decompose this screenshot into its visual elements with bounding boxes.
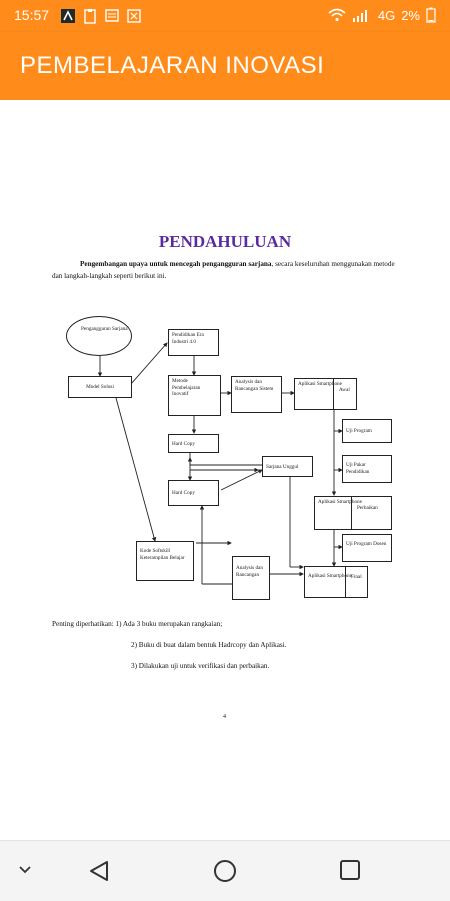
aplikasi-perbaikan-label: Aplikasi Smartphone	[318, 499, 362, 505]
navigation-bar	[0, 840, 450, 901]
page-number: 4	[223, 714, 226, 720]
recents-square-icon[interactable]	[339, 859, 361, 881]
app-bar: PEMBELAJARAN INOVASI	[0, 32, 450, 100]
node-hard-copy-2: Hard Copy	[168, 480, 219, 506]
status-time: 15:57	[14, 7, 50, 23]
node-kode-softskill: Kode Softskill Keterampilan Belajar	[136, 541, 194, 581]
notes-label: Penting diperhatikan:	[52, 620, 114, 628]
node-pendidikan-era: Pendidikan Era Industri 4.0	[168, 329, 219, 356]
app-title: PEMBELAJARAN INOVASI	[20, 52, 325, 79]
node-sarjana-unggul: Sarjana Unggul	[262, 456, 313, 477]
aplikasi-final-tag: Final	[351, 574, 362, 580]
network-type: 4G	[377, 7, 396, 23]
battery-icon	[426, 7, 436, 23]
document-page[interactable]: PENDAHULUAN Pengembangan upaya untuk men…	[0, 100, 450, 840]
intro-bold: Pengembangan upaya untuk mencegah pengan…	[80, 260, 272, 268]
node-analysis-rancangan-sistem: Analysis dan Rancangan Sistem	[231, 376, 282, 413]
app-icon-1	[61, 9, 75, 23]
status-bar: 15:57 4G 2%	[0, 0, 450, 32]
signal-icon	[352, 10, 367, 22]
document-title: PENDAHULUAN	[158, 232, 292, 251]
battery-percent: 2%	[401, 7, 420, 23]
note-2: 2) Buku di buat dalam bentuk Hadrcopy da…	[131, 641, 287, 649]
note-1: 1) Ada 3 buku merupakan rangkaian;	[115, 620, 223, 628]
clipboard-icon	[84, 9, 96, 24]
node-uji-program-dosen: Uji Program Dosen	[342, 534, 392, 562]
aplikasi-awal-divider	[333, 379, 334, 409]
back-triangle-icon[interactable]	[88, 859, 110, 883]
notes-first-line: Penting diperhatikan: 1) Ada 3 buku meru…	[52, 620, 222, 628]
status-right: 4G 2%	[328, 7, 436, 23]
message-icon	[105, 9, 119, 22]
node-hard-copy-1: Hard Copy	[168, 434, 219, 453]
node-aplikasi-perbaikan: Aplikasi Smartphone Perbaikan	[314, 496, 392, 530]
intro-paragraph: Pengembangan upaya untuk mencegah pengan…	[52, 258, 398, 282]
note-3: 3) Dilakukan uji untuk verifikasi dan pe…	[131, 662, 270, 670]
aplikasi-perbaikan-divider	[351, 497, 352, 529]
home-circle-icon[interactable]	[213, 859, 237, 883]
node-pengangguran-sarjana: Pengangguran Sarjana	[66, 316, 132, 356]
aplikasi-final-label: Aplikasi Smartphone	[308, 573, 352, 579]
node-model-solusi: Model Solusi	[68, 376, 132, 398]
flow-connectors	[97, 342, 343, 585]
node-uji-program: Uji Program	[342, 419, 392, 443]
node-aplikasi-awal: Aplikasi Smartphone Awal	[294, 378, 357, 410]
chevron-down-icon[interactable]	[18, 865, 32, 875]
node-uji-pakar: Uji Pakar Pendidikan	[342, 455, 392, 483]
intro-rest: , secara keseluruhan menggunakan metode …	[52, 260, 395, 280]
node-metode-pembelajaran: Metode Pembelajaran Inovatif	[168, 375, 221, 416]
node-analysis-rancangan: Analysis dan Rancangan	[232, 556, 270, 600]
aplikasi-final-divider	[345, 567, 346, 597]
aplikasi-perbaikan-tag: Perbaikan	[357, 505, 378, 511]
wifi-icon	[328, 8, 346, 22]
node-aplikasi-final: Aplikasi Smartphone Final	[304, 566, 368, 598]
aplikasi-awal-label: Aplikasi Smartphone	[298, 381, 342, 387]
grid-icon	[127, 9, 141, 23]
aplikasi-awal-tag: Awal	[339, 387, 350, 393]
